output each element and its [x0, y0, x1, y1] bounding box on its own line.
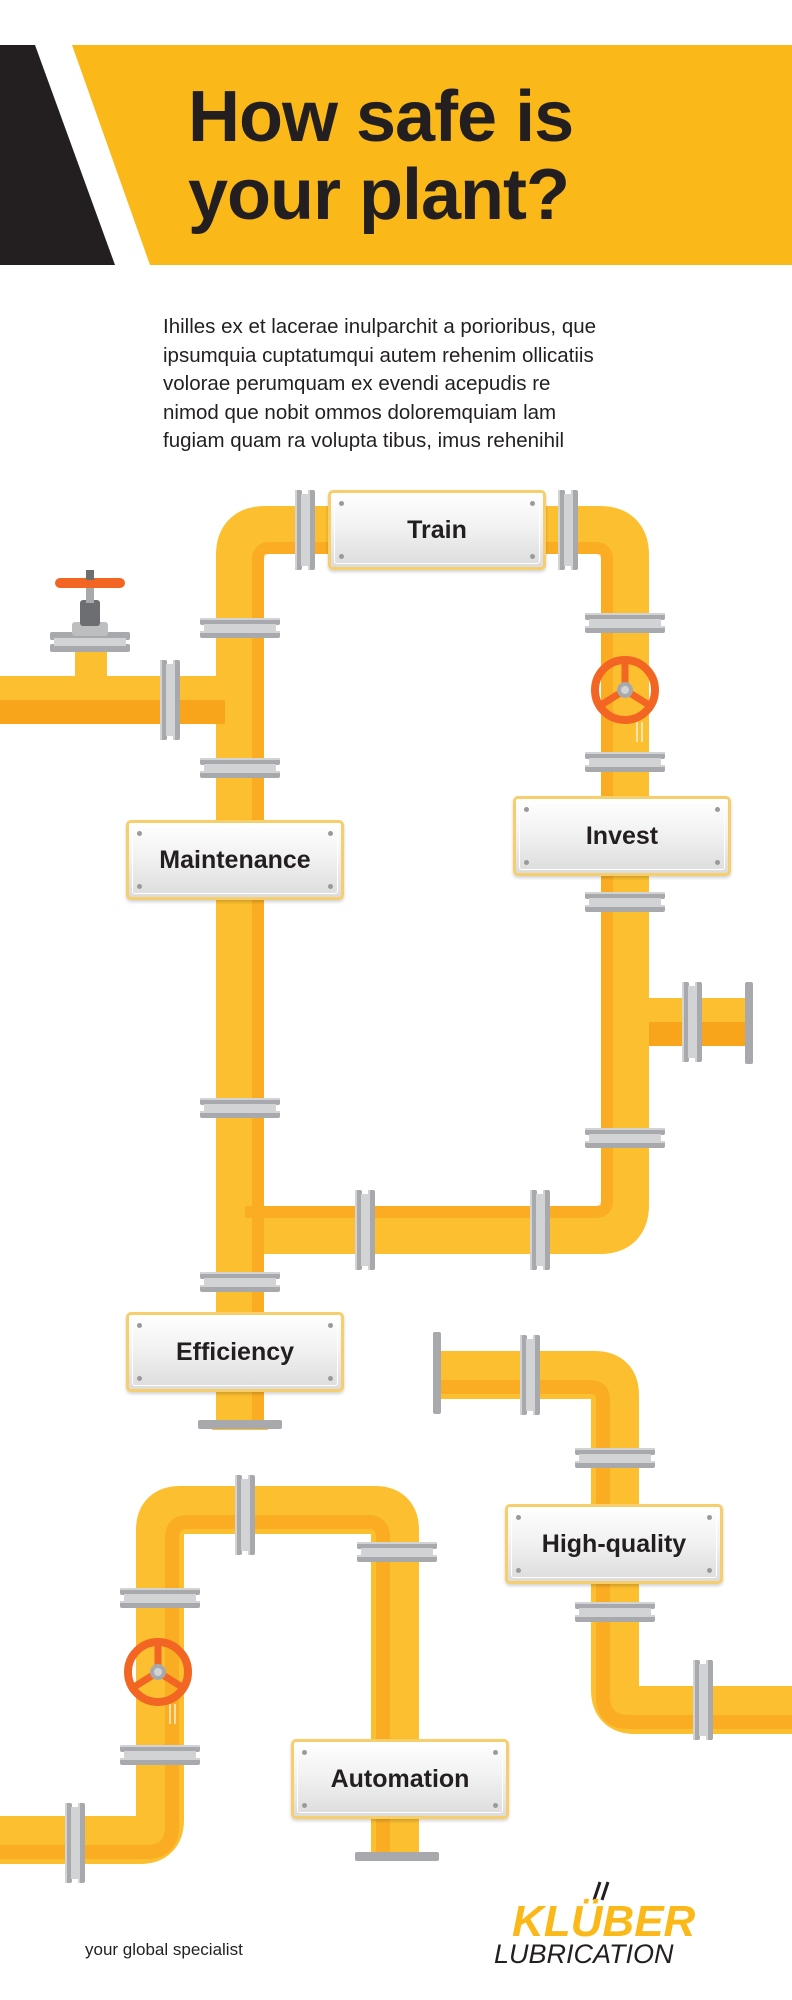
pipe-loop-main [0, 506, 749, 1430]
sign-train: Train [328, 490, 546, 570]
sign-invest-label: Invest [585, 821, 659, 850]
wheel-valve-icon[interactable] [128, 1642, 188, 1724]
gate-valve-icon[interactable] [50, 570, 130, 652]
logo-wordmark-top: KLÜBER [512, 1897, 696, 1946]
intro-paragraph: Ihilles ex et lacerae inulparchit a pori… [163, 315, 597, 452]
sign-automation: Automation [291, 1739, 509, 1819]
header-banner [0, 45, 792, 265]
sign-maintenance-label: Maintenance [159, 845, 311, 874]
sign-efficiency: Efficiency [126, 1312, 344, 1392]
header-shapes [0, 45, 792, 265]
sign-high-quality-label: High-quality [541, 1529, 687, 1558]
sign-train-label: Train [407, 515, 467, 544]
kluber-logo[interactable]: KLÜBER LUBRICATION [480, 1878, 730, 1968]
footer-tagline: your global specialist [85, 1940, 243, 1959]
logo-wordmark-bottom: LUBRICATION [494, 1939, 674, 1968]
sign-maintenance: Maintenance [126, 820, 344, 900]
page-title: How safe is your plant? [188, 77, 574, 235]
header-yellow-band [72, 45, 792, 265]
sign-automation-label: Automation [330, 1764, 470, 1793]
sign-invest: Invest [513, 796, 731, 876]
header-dark-triangle [0, 45, 115, 265]
pipe-segment-automation [0, 1486, 419, 1864]
logo-mark-stroke [592, 1881, 602, 1901]
pipe-flanges [65, 490, 753, 1883]
sign-high-quality: High-quality [505, 1504, 723, 1584]
logo-mark-stroke [600, 1881, 610, 1901]
wheel-valve-icon[interactable] [595, 660, 655, 742]
sign-efficiency-label: Efficiency [175, 1337, 295, 1366]
